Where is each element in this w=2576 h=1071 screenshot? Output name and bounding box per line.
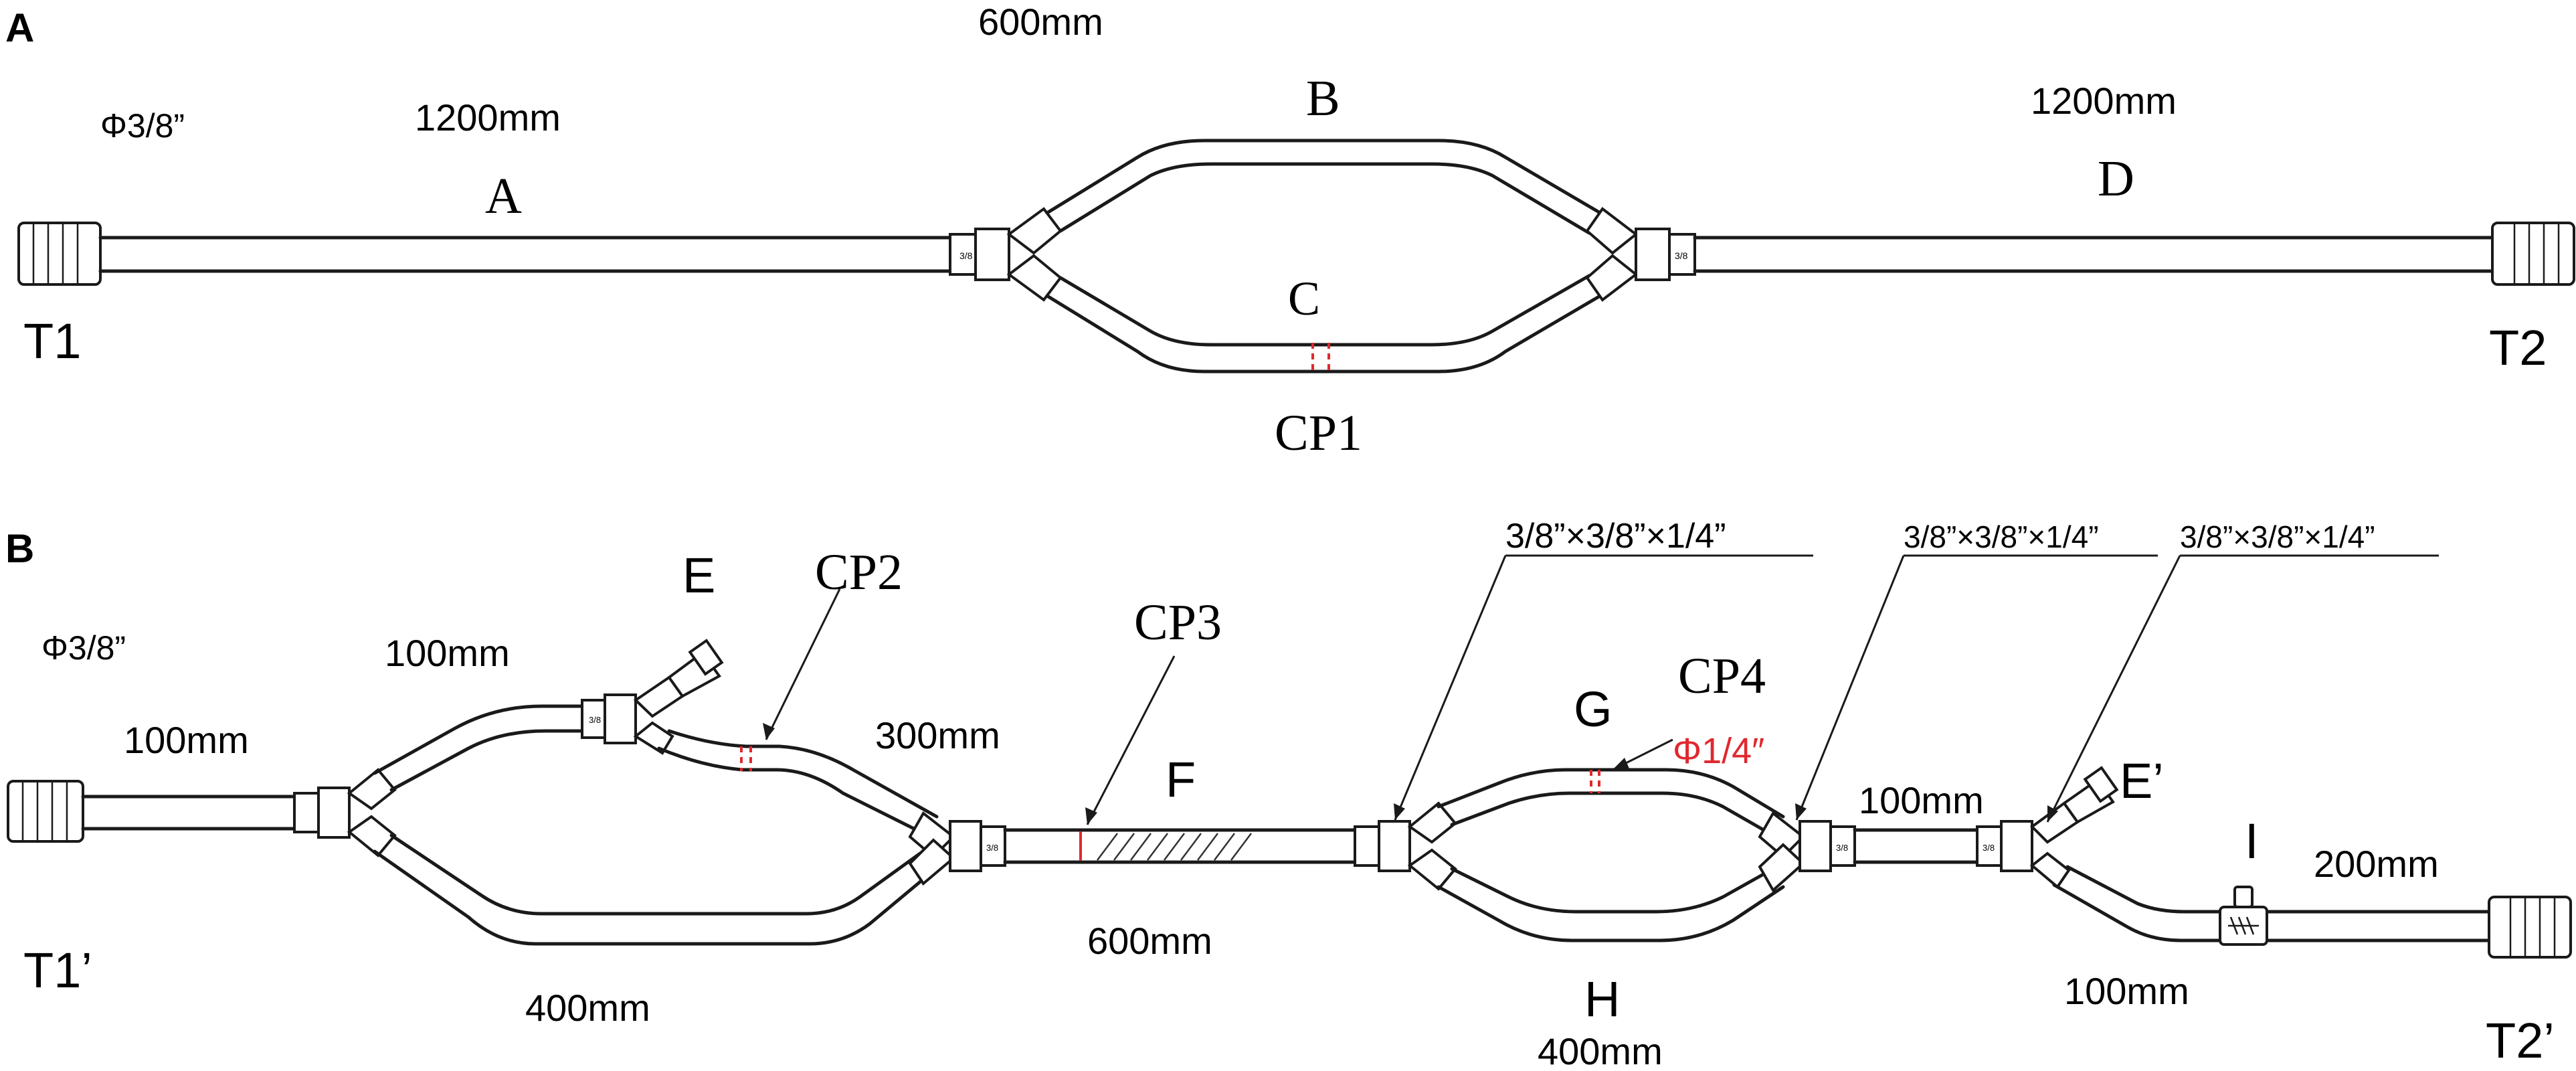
panel-b-t2: T2’: [2486, 1013, 2555, 1068]
panel-b-reducer-1: 3/8”×3/8”×1/4”: [1505, 517, 1726, 556]
panel-b-length-f: 600mm: [1087, 920, 1212, 962]
reducer-fitting-1: [1354, 801, 1457, 891]
reducer-fitting-2: 3/8: [1758, 811, 1856, 893]
panel-b-length-inlet: 100mm: [124, 719, 249, 761]
panel-a-segment-b: B: [1306, 70, 1340, 127]
panel-b-length-h: 400mm: [1538, 1030, 1663, 1071]
branch-h-outer: [1437, 885, 1785, 942]
panel-b-length-upper: 100mm: [385, 632, 510, 674]
panel-b-cp4: CP4: [1678, 648, 1766, 704]
leader-lines: [763, 554, 2439, 825]
branch-lower-outer: [373, 849, 932, 946]
panel-a-diameter: Φ3/8”: [100, 107, 185, 145]
y-fitting-left-a: 3/8: [949, 207, 1063, 302]
y-fitting-b2: 3/8: [908, 811, 1006, 886]
panel-b-segment-g: G: [1574, 681, 1613, 737]
panel-a-length-d: 1200mm: [2031, 80, 2177, 122]
branch-upper-inner: [389, 729, 584, 792]
panel-b-t1: T1’: [23, 942, 92, 998]
panel-a-t2: T2: [2489, 320, 2547, 376]
branch-g-inner: [1450, 791, 1775, 837]
panel-b-reducer-2: 3/8”×3/8”×1/4”: [1904, 519, 2099, 554]
panel-a-label: A: [5, 5, 34, 50]
panel-a-segment-a: A: [485, 168, 522, 224]
panel-b-length-mid: 100mm: [1859, 779, 1984, 821]
panel-b-segment-f: F: [1166, 752, 1196, 807]
panel-b-length-lower: 400mm: [525, 987, 650, 1029]
panel-b-length-after: 100mm: [2064, 970, 2189, 1012]
svg-text:3/8: 3/8: [1836, 843, 1848, 853]
svg-text:3/8: 3/8: [1983, 843, 1995, 853]
panel-b-cp2: CP2: [815, 544, 903, 600]
branch-e-outer: [657, 746, 932, 839]
y-fitting-right-a: 3/8: [1585, 207, 1696, 302]
panel-b-segment-e-prime: E’: [2120, 753, 2164, 809]
svg-text:3/8: 3/8: [959, 250, 973, 261]
svg-text:3/8: 3/8: [986, 843, 998, 853]
panel-a-cp1: CP1: [1275, 405, 1362, 461]
panel-a-segment-d: D: [2098, 151, 2134, 207]
svg-text:3/8: 3/8: [589, 715, 601, 725]
branch-g-outer: [1437, 768, 1785, 819]
tee-e-prime: 3/8: [1976, 766, 2119, 889]
panel-b-reducer-3: 3/8”×3/8”×1/4”: [2180, 519, 2375, 554]
panel-a-segment-c: C: [1288, 272, 1320, 325]
panel-b-segment-h: H: [1584, 971, 1620, 1027]
panel-a: A 3/8: [5, 1, 2575, 461]
panel-b-cp3: CP3: [1134, 594, 1222, 651]
connector-t2-prime: [2488, 896, 2572, 959]
valve-i: [2219, 886, 2268, 946]
branch-b-inner: [1059, 162, 1591, 235]
panel-b: B 3/8: [5, 517, 2572, 1071]
panel-b-segment-i: I: [2245, 813, 2259, 869]
branch-c-outer: [1045, 293, 1604, 374]
branch-lower-inner: [389, 833, 922, 916]
branch-c-inner: [1059, 274, 1591, 347]
branch-h-inner: [1450, 867, 1775, 914]
tube-after-outer: [2052, 883, 2491, 942]
tee-e: 3/8: [581, 639, 724, 755]
panel-b-length-end: 200mm: [2314, 843, 2439, 885]
panel-b-segment-e: E: [682, 548, 715, 603]
panel-b-label: B: [5, 526, 34, 571]
hatched-region: [1097, 833, 1252, 861]
panel-a-t1: T1: [23, 313, 81, 369]
panel-b-diameter: Φ3/8”: [41, 629, 126, 667]
tube-after-inner: [2065, 865, 2491, 914]
connector-t1: [17, 222, 102, 286]
branch-e-inner: [667, 729, 939, 819]
y-fitting-b1: [293, 768, 397, 857]
connector-t2: [2491, 222, 2575, 286]
panel-b-length-e-branch: 300mm: [875, 714, 1000, 756]
panel-b-g-diameter: Φ1/4″: [1673, 731, 1764, 771]
branch-b-outer: [1045, 139, 1604, 216]
panel-a-length-a: 1200mm: [415, 96, 561, 139]
branch-upper-outer: [373, 704, 584, 775]
panel-a-length-b: 600mm: [978, 1, 1103, 43]
svg-text:3/8: 3/8: [1675, 250, 1688, 261]
connector-t1-prime: [7, 780, 84, 843]
